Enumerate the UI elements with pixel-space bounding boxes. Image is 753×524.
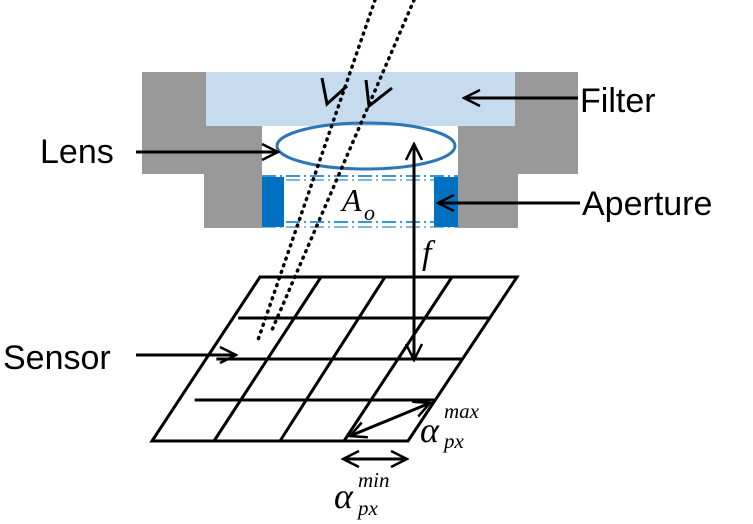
- aperture-area-subscript: o: [364, 200, 375, 225]
- light-ray-right: [270, 0, 416, 332]
- alpha-min-superscript: min: [358, 468, 390, 492]
- ray-direction-arrows: [320, 77, 393, 109]
- aperture-stop: [262, 175, 458, 228]
- ray-arrow-icon: [364, 79, 393, 109]
- aperture-area-label: A: [340, 182, 362, 218]
- camera-housing: [142, 72, 578, 228]
- alpha-max-superscript: max: [444, 399, 480, 423]
- alpha-max-symbol: α: [420, 410, 440, 450]
- housing-left: [142, 72, 262, 228]
- lens-label: Lens: [40, 133, 114, 171]
- alpha-min-symbol: α: [334, 476, 354, 516]
- alpha-max-arrow: [350, 403, 430, 436]
- sensor-label: Sensor: [3, 339, 111, 377]
- sensor-col-line: [212, 276, 323, 442]
- sensor-outline: [149, 275, 520, 443]
- alpha-max-subscript: px: [442, 429, 465, 453]
- aperture-block-left: [262, 177, 284, 227]
- pointer-arrows: [136, 98, 580, 355]
- ray-arrow-icon: [320, 77, 349, 107]
- filter-label: Filter: [580, 82, 656, 120]
- focal-length-label: f: [422, 235, 436, 272]
- light-rays: [256, 0, 416, 342]
- lens-ellipse: [275, 121, 457, 171]
- housing-right: [458, 72, 578, 228]
- alpha-min-subscript: px: [356, 496, 379, 520]
- aperture-label: Aperture: [582, 185, 712, 223]
- light-ray-left: [256, 0, 377, 342]
- sensor-col-line: [278, 276, 387, 442]
